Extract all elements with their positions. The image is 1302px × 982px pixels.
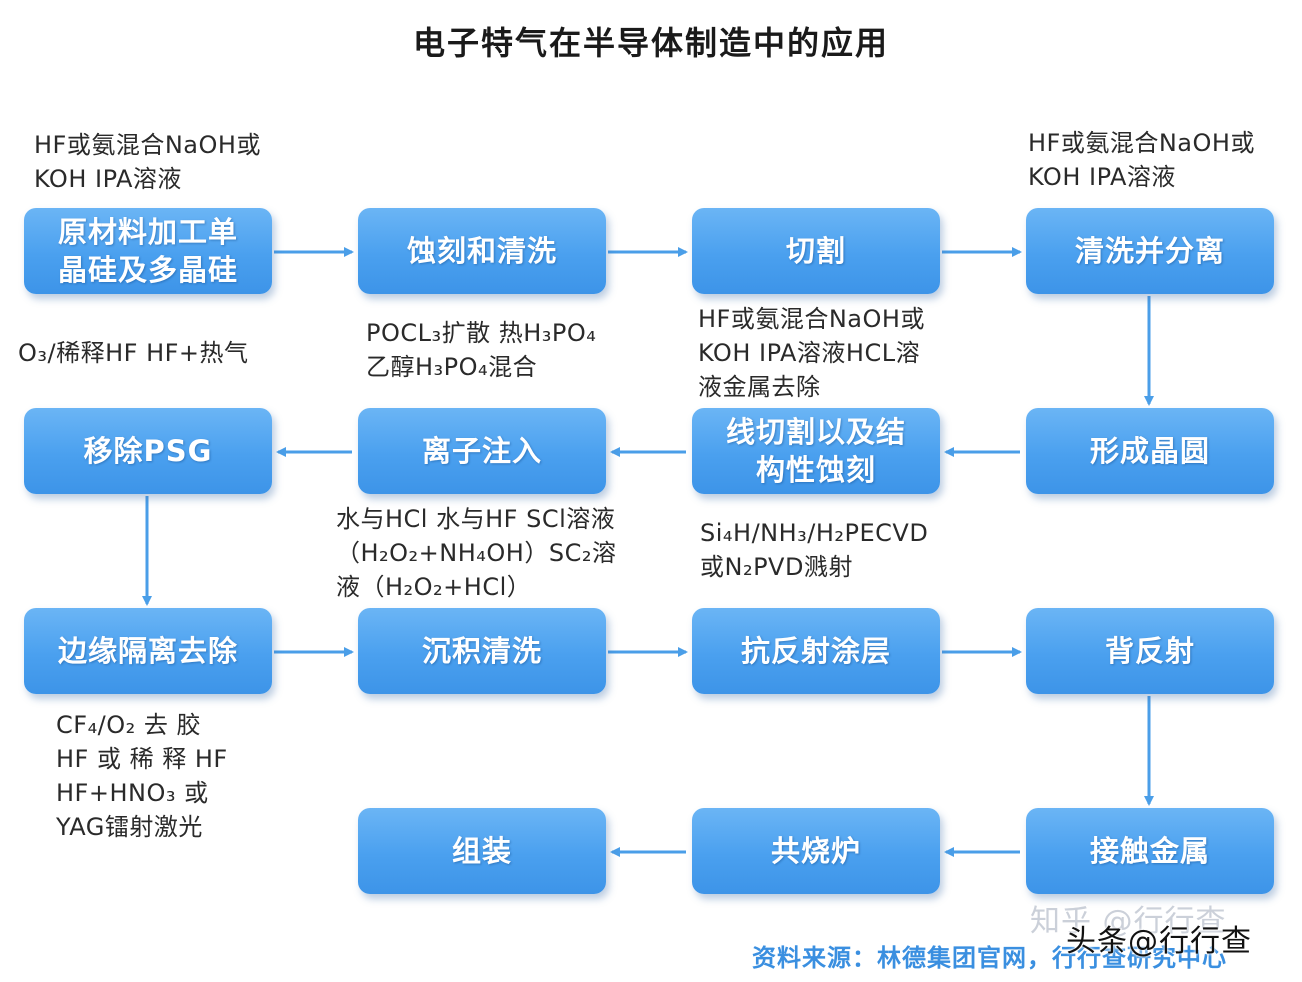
data-source: 资料来源：林德集团官网，行行查研究中心 [752,944,1227,972]
step-wire-cut-structural-etch: 线切割以及结 构性蚀刻 [692,408,940,494]
note-clean-separate-chemicals: HF或氨混合NaOH或 KOH IPA溶液 [1028,129,1255,191]
step-raw-silicon-processing: 原材料加工单 晶硅及多晶硅 [24,208,272,294]
step-anti-reflection-coating: 抗反射涂层 [692,608,940,694]
note-edge-isolation-chemicals: CF₄/O₂ 去 胶 HF 或 稀 释 HF HF+HNO₃ 或 YAG镭射激光 [56,711,228,841]
step-form-wafer: 形成晶圆 [1026,408,1274,494]
note-anti-reflection-chemicals: Si₄H/NH₃/H₂PECVD 或N₂PVD溅射 [700,519,929,581]
step-etching-cleaning: 蚀刻和清洗 [358,208,606,294]
note-remove-psg-chemicals: O₃/稀释HF HF+热气 [18,339,249,367]
step-remove-psg: 移除PSG [24,408,272,494]
step-edge-isolation-removal: 边缘隔离去除 [24,608,272,694]
step-cutting: 切割 [692,208,940,294]
step-co-firing-furnace: 共烧炉 [692,808,940,894]
zhihu-watermark: 知乎 @行行查 [1030,904,1227,939]
step-back-reflection: 背反射 [1026,608,1274,694]
note-deposition-cleaning-chemicals: 水与HCl 水与HF SCl溶液 （H₂O₂+NH₄OH）SC₂溶 液（H₂O₂… [336,505,617,601]
note-wire-cut-chemicals: HF或氨混合NaOH或 KOH IPA溶液HCL溶 液金属去除 [698,305,925,401]
note-raw-silicon-chemicals: HF或氨混合NaOH或 KOH IPA溶液 [34,131,261,193]
page-title: 电子特气在半导体制造中的应用 [412,24,889,62]
step-deposition-cleaning: 沉积清洗 [358,608,606,694]
step-contact-metal: 接触金属 [1026,808,1274,894]
step-assembly: 组装 [358,808,606,894]
step-ion-implantation: 离子注入 [358,408,606,494]
toutiao-watermark: 头条@行行查 [1066,924,1252,959]
step-clean-separate: 清洗并分离 [1026,208,1274,294]
note-ion-implantation-chemicals: POCL₃扩散 热H₃PO₄ 乙醇H₃PO₄混合 [366,319,597,381]
